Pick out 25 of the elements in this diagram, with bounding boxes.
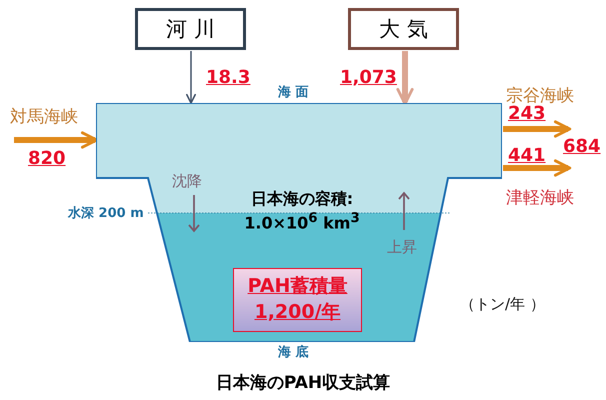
flow-value: 18.3 [206,68,250,88]
strait-name: 対馬海峡 [10,105,78,128]
flow-value: 820 [28,149,66,169]
depth-label: 水深 200 m [68,207,144,222]
total-value: 684 [563,137,601,157]
upwelling-label: 上昇 [387,239,417,256]
sinking-label: 沈降 [172,173,202,190]
arrow [396,51,414,106]
strait-name: 津軽海峡 [506,186,574,209]
strait-name: 宗谷海峡 [506,84,574,107]
flow-value: 243 [508,104,546,124]
caption: 日本海のPAH収支試算 [214,374,392,393]
flow-value: 1,073 [340,68,397,88]
accumulation-box: PAH蓄積量 1,200/年 [233,268,362,332]
unit-label: （トン/年 ） [460,296,545,312]
volume-text: 日本海の容積: 1.0×10$^{6}$ km$^{3}$ [243,189,361,234]
seabed-label: 海 底 [278,346,309,360]
arrow [503,120,572,138]
flow-value: 441 [508,146,546,166]
source-box: 河 川 [135,8,246,50]
source-box: 大 気 [348,8,459,50]
arrow [14,131,98,149]
arrow [503,159,572,177]
surface-label: 海 面 [278,86,309,100]
arrow [186,51,196,104]
